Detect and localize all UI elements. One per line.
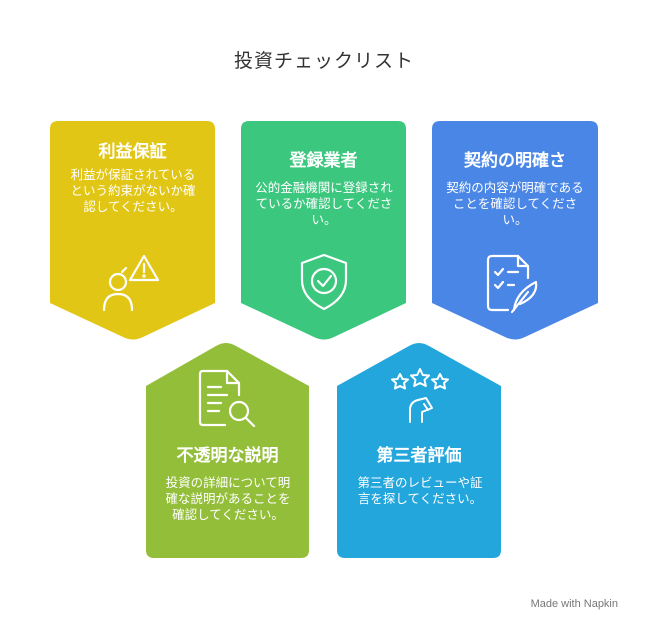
- card-shape-opaque: [146, 343, 309, 558]
- card-heading-contract: 契約の明確さ: [464, 151, 566, 171]
- shield-check-icon: [300, 253, 348, 311]
- card-description-opaque: 投資の詳細について明確な説明があることを確認してください。: [165, 475, 291, 522]
- page-title: 投資チェックリスト: [233, 50, 414, 72]
- card-heading-thirdparty: 第三者評価: [376, 446, 462, 466]
- card-shape-contract: [432, 121, 598, 340]
- napkin-watermark[interactable]: Made with Napkin: [531, 598, 618, 610]
- stars-review-icon: [391, 368, 449, 423]
- card-description-contract: 契約の内容が明確であることを確認してください。: [446, 180, 584, 227]
- document-search-icon: [198, 369, 256, 428]
- card-description-thirdparty: 第三者のレビューや証言を探してください。: [357, 475, 483, 506]
- document-checklist-icon: [486, 254, 538, 314]
- card-description-registered: 公的金融機関に登録されているか確認してください。: [255, 180, 393, 227]
- watermark-text: Made with Napkin: [530, 598, 618, 610]
- card-heading-registered: 登録業者: [289, 151, 358, 171]
- card-description-profit: 利益が保証されているという約束がないか確認してください。: [70, 167, 196, 214]
- person-warning-icon: [102, 254, 160, 312]
- card-shape-registered: [241, 121, 406, 340]
- card-shape-thirdparty: [337, 343, 501, 558]
- card-heading-profit: 利益保証: [98, 142, 167, 162]
- card-shape-profit: [50, 121, 215, 340]
- card-heading-opaque: 不透明な説明: [176, 446, 279, 466]
